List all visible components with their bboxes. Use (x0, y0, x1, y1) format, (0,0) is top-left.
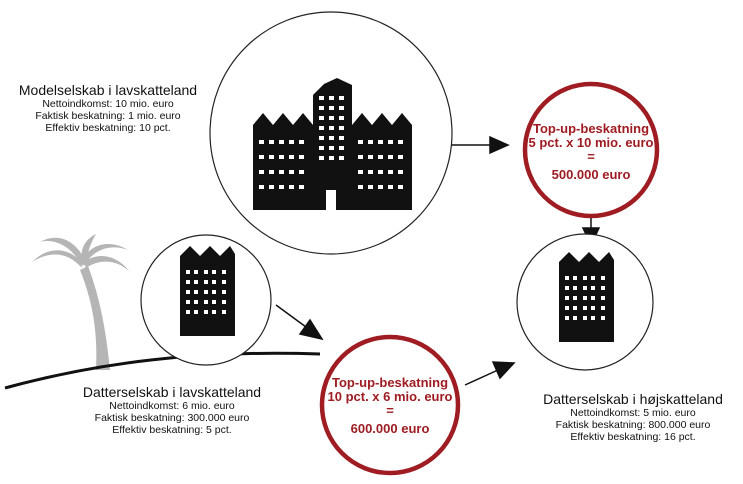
topup-sub-line: 10 pct. x 6 mio. euro (327, 389, 453, 404)
sub-low-line: Effektiv beskatning: 5 pct. (112, 424, 232, 436)
topup-parent-line: = (587, 149, 595, 164)
sub-high-line: Effektiv beskatning: 16 pct. (570, 431, 696, 443)
sub-high-info: Datterselskab i højskatteland Nettoindko… (528, 391, 738, 443)
building-icon (559, 252, 614, 342)
topup-sub-line: = (386, 403, 394, 418)
topup-parent-circle (522, 81, 660, 219)
sub-low-line: Faktisk beskatning: 300.000 euro (94, 412, 250, 424)
sub-low-title: Datterselskab i lavskatteland (82, 384, 262, 400)
topup-parent-text: Top-up-beskatning 5 pct. x 10 mio. euro … (516, 122, 666, 182)
sub-high-line: Nettoindkomst: 5 mio. euro (570, 407, 696, 419)
topup-sub-circle (319, 334, 461, 476)
parent-info: Modelselskab i lavskatteland Nettoindkom… (8, 82, 208, 134)
topup-sub-text: Top-up-beskatning 10 pct. x 6 mio. euro … (315, 376, 465, 436)
parent-title: Modelselskab i lavskatteland (18, 82, 198, 98)
topup-parent-line: 5 pct. x 10 mio. euro (528, 135, 654, 150)
building-icon (180, 246, 235, 336)
ground-line (4, 351, 321, 390)
parent-line: Faktisk beskatning: 1 mio. euro (35, 110, 181, 122)
topup-parent-line: Top-up-beskatning (532, 121, 650, 136)
topup-parent-line: 500.000 euro (551, 167, 631, 182)
parent-line: Effektiv beskatning: 10 pct. (45, 122, 171, 134)
palm-tree-icon (32, 234, 130, 370)
sub-low-line: Nettoindkomst: 6 mio. euro (109, 400, 235, 412)
sub-low-info: Datterselskab i lavskatteland Nettoindko… (62, 384, 282, 436)
topup-sub-line: Top-up-beskatning (331, 375, 449, 390)
building-icon (253, 78, 412, 210)
sub-high-line: Faktisk beskatning: 800.000 euro (555, 419, 711, 431)
sub-high-title: Datterselskab i højskatteland (543, 391, 723, 407)
parent-line: Nettoindkomst: 10 mio. euro (42, 98, 174, 110)
topup-sub-line: 600.000 euro (350, 421, 430, 436)
